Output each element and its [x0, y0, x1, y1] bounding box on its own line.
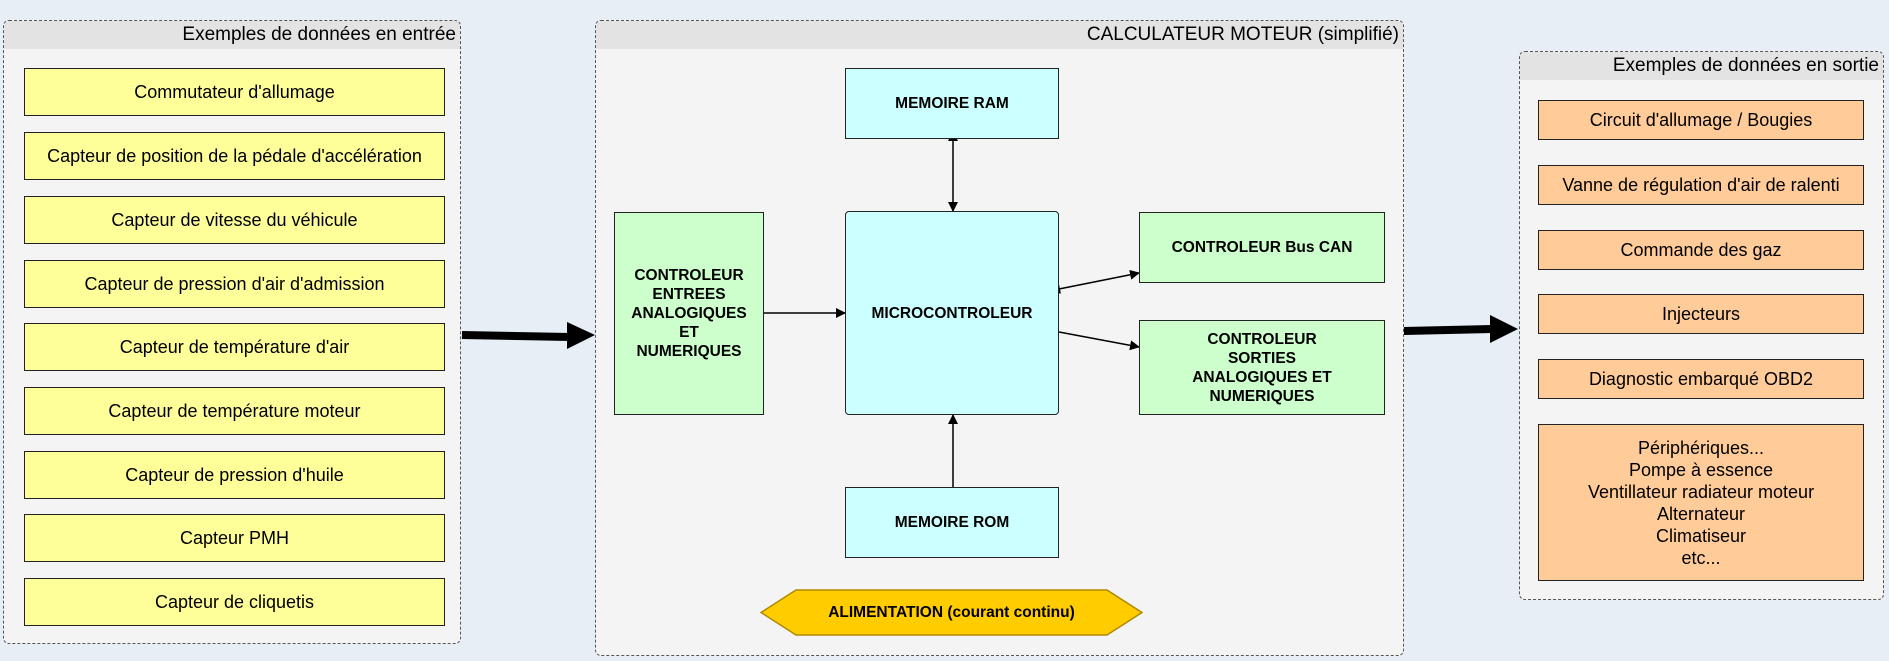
output-controller-line: CONTROLEUR: [1207, 330, 1317, 348]
peripherals-line: Ventillateur radiateur moteur: [1587, 481, 1815, 502]
output-ignition-circuit: Circuit d'allumage / Bougies: [1538, 100, 1864, 140]
output-controller-line: ANALOGIQUES ET: [1192, 368, 1332, 386]
input-controller-block: CONTROLEUR ENTREES ANALOGIQUES ET NUMERI…: [614, 212, 764, 415]
power-supply-label: ALIMENTATION (courant continu): [828, 603, 1075, 621]
ram-block: MEMOIRE RAM: [845, 68, 1059, 139]
power-supply-block: ALIMENTATION (courant continu): [760, 589, 1143, 636]
input-tdc-sensor: Capteur PMH: [24, 514, 445, 562]
peripherals-line: Alternateur: [1656, 503, 1746, 524]
output-throttle-control: Commande des gaz: [1538, 230, 1864, 270]
output-controller-line: NUMERIQUES: [1209, 387, 1315, 405]
input-engine-temperature-sensor: Capteur de température moteur: [24, 387, 445, 435]
outputs-title: Exemples de données en sortie: [1520, 52, 1883, 80]
power-supply-shape: [760, 589, 1143, 636]
peripherals-line: etc...: [1681, 547, 1721, 568]
output-injectors: Injecteurs: [1538, 294, 1864, 334]
input-knock-sensor: Capteur de cliquetis: [24, 578, 445, 626]
microcontroller-block: MICROCONTROLEUR: [845, 211, 1059, 415]
micro-outcontroller-link: [1058, 331, 1140, 351]
ecu-title: CALCULATEUR MOTEUR (simplifié): [596, 21, 1403, 49]
inputs-group: Exemples de données en entrée Commutateu…: [3, 20, 461, 644]
output-bus-arrow: [1403, 325, 1493, 335]
input-controller-line: ENTREES: [652, 286, 726, 303]
rom-block: MEMOIRE ROM: [845, 487, 1059, 558]
input-vehicle-speed-sensor: Capteur de vitesse du véhicule: [24, 196, 445, 244]
output-obd2-diagnostic: Diagnostic embarqué OBD2: [1538, 359, 1864, 399]
output-controller-line: SORTIES: [1227, 349, 1297, 367]
input-oil-pressure-sensor: Capteur de pression d'huile: [24, 451, 445, 499]
input-controller-line: ANALOGIQUES: [631, 305, 747, 322]
output-idle-air-valve: Vanne de régulation d'air de ralenti: [1538, 165, 1864, 205]
input-bus-arrowhead: [567, 322, 595, 349]
peripherals-line: Climatiseur: [1655, 525, 1747, 546]
micro-can-link: [1050, 269, 1140, 294]
outputs-group: Exemples de données en sortie Circuit d'…: [1519, 51, 1884, 600]
output-controller-block: CONTROLEUR SORTIES ANALOGIQUES ET NUMERI…: [1139, 320, 1385, 415]
input-accelerator-pedal-sensor: Capteur de position de la pédale d'accél…: [24, 132, 445, 180]
peripherals-line: Périphériques...: [1637, 437, 1765, 458]
peripherals-line: Pompe à essence: [1628, 459, 1774, 480]
input-controller-line: ET: [679, 324, 699, 341]
output-peripherals: Périphériques... Pompe à essence Ventill…: [1538, 424, 1864, 581]
input-air-temperature-sensor: Capteur de température d'air: [24, 323, 445, 371]
input-intake-pressure-sensor: Capteur de pression d'air d'admission: [24, 260, 445, 308]
input-bus-arrow: [461, 331, 571, 341]
can-controller-block: CONTROLEUR Bus CAN: [1139, 212, 1385, 283]
input-ignition-switch: Commutateur d'allumage: [24, 68, 445, 116]
inputs-title: Exemples de données en entrée: [4, 21, 460, 49]
input-controller-line: CONTROLEUR: [634, 267, 744, 284]
input-controller-line: NUMERIQUES: [636, 343, 742, 360]
output-bus-arrowhead: [1490, 315, 1518, 343]
